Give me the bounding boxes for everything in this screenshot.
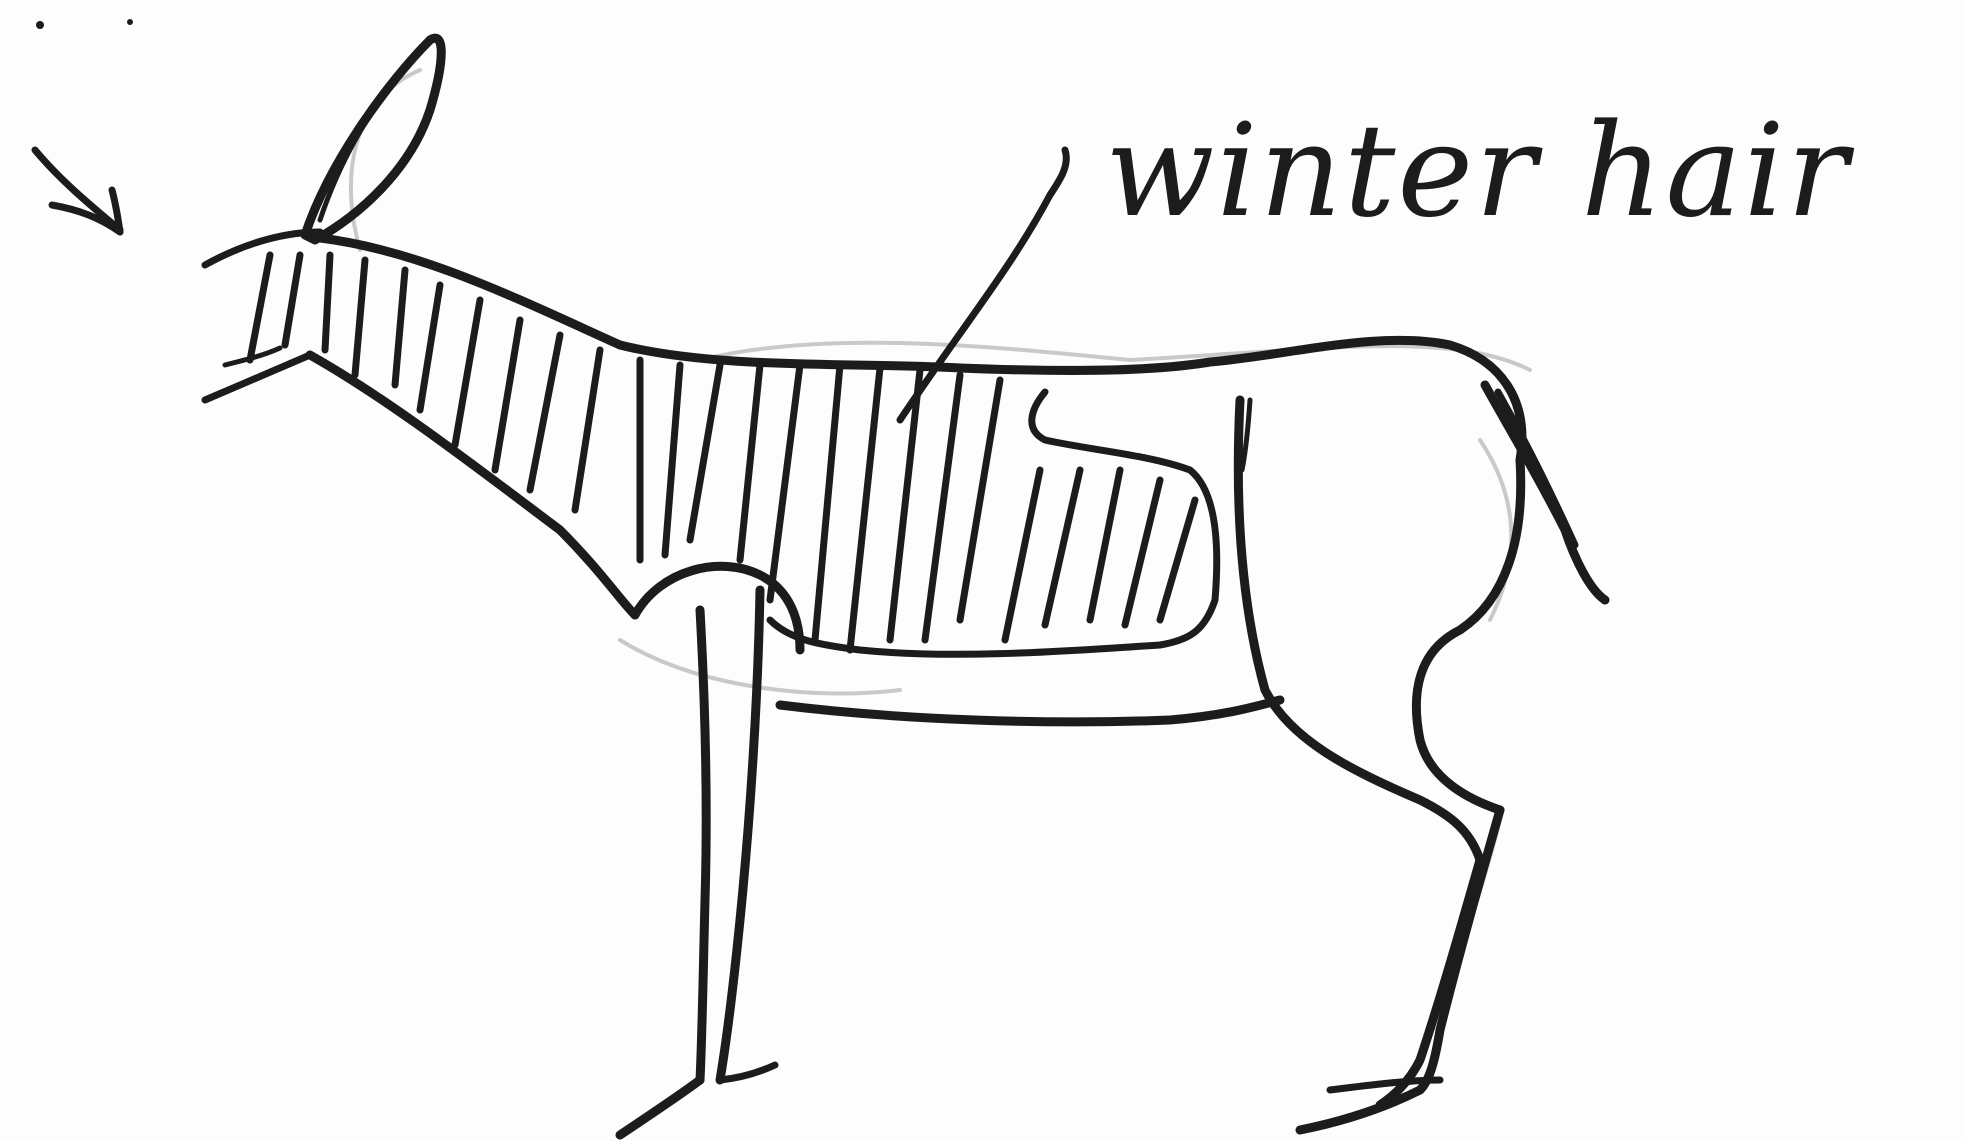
- annotation-leader-line: [900, 150, 1066, 420]
- deer-body-outline: [310, 238, 1522, 1135]
- annotation-label: winter hair: [1105, 97, 1855, 246]
- arrow-pointer-icon: [35, 19, 133, 232]
- winter-hair-hatching: [250, 255, 1195, 650]
